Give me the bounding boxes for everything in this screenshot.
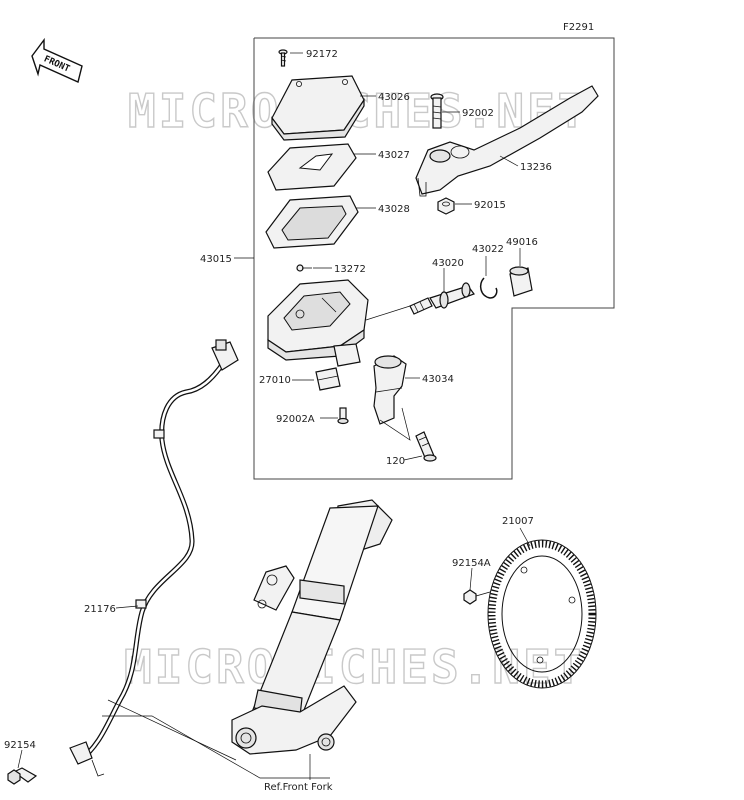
diaphragm-43028 (265, 195, 359, 249)
label-21007: 21007 (502, 516, 534, 527)
master-cylinder-body-43015 (267, 279, 369, 367)
label-13236: 13236 (520, 162, 552, 173)
label-21176: 21176 (84, 604, 116, 615)
label-92154A: 92154A (452, 558, 491, 569)
brake-lever-13236 (415, 85, 599, 197)
front-direction-arrow-icon: FRONT (31, 37, 83, 83)
circlip-43022 (479, 277, 498, 299)
bolt-92154A (463, 589, 491, 605)
label-43028: 43028 (378, 204, 410, 215)
label-43020: 43020 (432, 258, 464, 269)
label-120: 120 (386, 456, 405, 467)
label-43034: 43034 (422, 374, 454, 385)
label-ref-front-fork: Ref.Front Fork (264, 782, 333, 793)
switch-27010 (315, 367, 341, 391)
front-fork-assembly (231, 499, 393, 755)
abs-sensor-ring-21007 (487, 539, 597, 689)
screw-13272 (296, 264, 312, 272)
label-92015: 92015 (474, 200, 506, 211)
label-43022: 43022 (472, 244, 504, 255)
label-92002: 92002 (462, 108, 494, 119)
label-92154: 92154 (4, 740, 36, 751)
label-43015: 43015 (200, 254, 232, 265)
boot-49016 (509, 266, 533, 297)
label-92172: 92172 (306, 49, 338, 60)
brake-hose-21176 (69, 339, 239, 777)
clamp-43034 (373, 355, 407, 425)
cap-43026 (271, 75, 365, 141)
bolt-120 (415, 431, 437, 462)
nut-92015 (437, 197, 455, 215)
watermark-bottom: MICROFICHES.NET (124, 640, 584, 694)
screw-92002A (337, 407, 349, 425)
diagram-code: F2291 (563, 22, 594, 33)
plate-43027 (267, 143, 357, 191)
label-43026: 43026 (378, 92, 410, 103)
label-27010: 27010 (259, 375, 291, 386)
assembly-frame (253, 37, 615, 480)
screw-92172 (278, 49, 288, 67)
label-13272: 13272 (334, 264, 366, 275)
label-49016: 49016 (506, 237, 538, 248)
label-92002A: 92002A (276, 414, 315, 425)
piston-43020 (409, 282, 475, 315)
bolt-92002 (430, 93, 444, 129)
label-43027: 43027 (378, 150, 410, 161)
bolt-92154 (7, 767, 38, 785)
